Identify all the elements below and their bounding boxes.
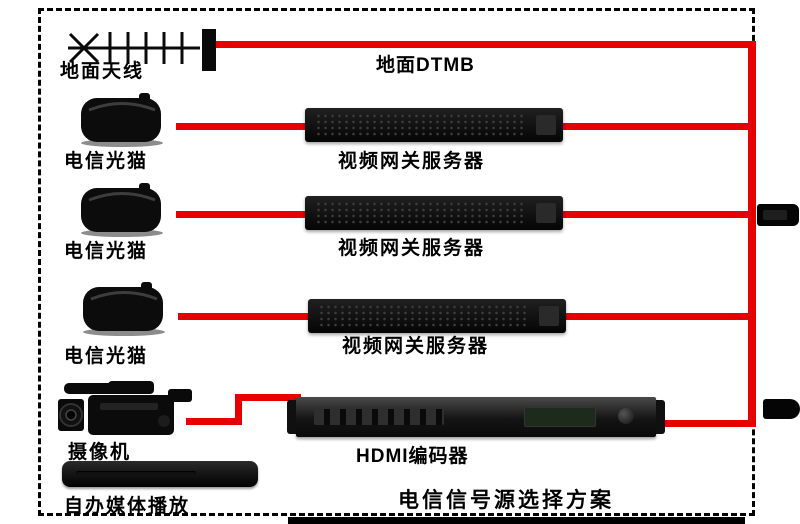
encoder-knob	[618, 408, 634, 424]
encoder-ports	[314, 409, 444, 425]
camera-bracket-horizontal	[235, 394, 301, 401]
media-player-label: 自办媒体播放	[64, 496, 191, 517]
antenna-label: 地面天线	[60, 61, 145, 82]
modem-label: 电信光猫	[64, 346, 149, 367]
gateway-server-icon	[305, 196, 563, 230]
antenna-feed-line	[210, 41, 750, 48]
encoder-out-line	[648, 420, 750, 427]
scheme-title: 电信信号源选择方案	[398, 489, 614, 512]
gateway-server-label: 视频网关服务器	[338, 238, 486, 259]
media-player-slot	[76, 471, 196, 475]
antenna-icon	[68, 32, 200, 64]
gateway-server-label: 视频网关服务器	[338, 151, 486, 172]
encoder-screen	[524, 407, 596, 427]
rack-ear	[287, 400, 296, 434]
output-connector-icon	[757, 204, 799, 226]
encoder-label: HDMI编码器	[356, 446, 469, 467]
server-panel	[536, 115, 556, 135]
bottom-device-edge	[288, 517, 745, 524]
antenna-pole	[202, 29, 216, 71]
server-vents	[315, 113, 527, 137]
modem-icon	[81, 93, 163, 147]
camera-bracket-vertical	[235, 394, 242, 425]
modem-icon	[81, 183, 163, 237]
server-panel	[539, 306, 559, 326]
dtmb-feed-label: 地面DTMB	[376, 55, 475, 76]
rack-ear	[656, 400, 665, 434]
bus-vertical-line	[748, 41, 756, 427]
modem-icon	[83, 282, 165, 336]
server-vents	[315, 201, 527, 225]
server-vents	[318, 304, 530, 328]
camera-line	[186, 418, 242, 425]
camera-label: 摄像机	[68, 442, 132, 463]
gateway-server-icon	[305, 108, 563, 142]
encoder-icon	[287, 397, 665, 437]
camera-icon	[58, 381, 192, 435]
gateway-server-label: 视频网关服务器	[342, 336, 490, 357]
modem-label: 电信光猫	[64, 241, 149, 262]
output-connector-icon	[763, 399, 800, 419]
modem-label: 电信光猫	[64, 151, 149, 172]
media-player-icon	[62, 461, 258, 487]
gateway-server-icon	[308, 299, 566, 333]
server-panel	[536, 203, 556, 223]
